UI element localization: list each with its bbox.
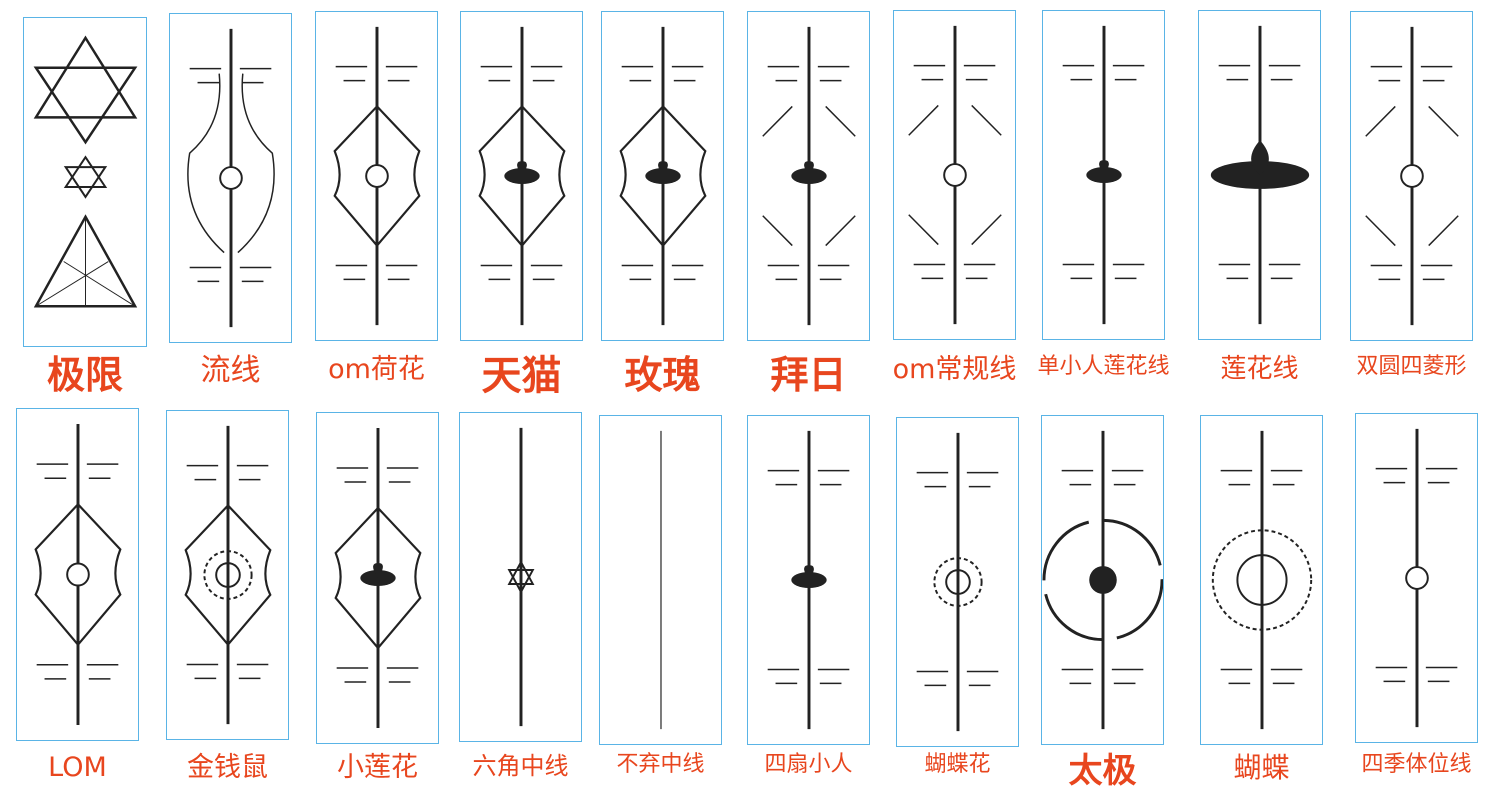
mat-design-card[interactable] — [1041, 415, 1164, 745]
mat-design-card[interactable] — [896, 417, 1019, 747]
mat-design-label: 太极 — [1068, 751, 1137, 791]
plain-line-icon — [660, 430, 662, 730]
mat-design-label: 极限 — [46, 353, 124, 397]
mat-design-label: 小莲花 — [337, 752, 418, 783]
mat-design-card[interactable] — [459, 412, 582, 742]
mat-design-label: 四季体位线 — [1361, 752, 1472, 777]
mat-design-card[interactable] — [601, 11, 724, 341]
mat-design-card[interactable] — [599, 415, 722, 745]
butterfly-icon — [1211, 430, 1313, 730]
mat-design-card[interactable] — [747, 415, 870, 745]
hexagram-icon — [507, 427, 535, 727]
mat-design-card[interactable] — [1355, 413, 1478, 743]
lotus-flower-icon — [1210, 25, 1310, 325]
mat-design-card[interactable] — [1042, 10, 1165, 340]
mat-design-label: 双圆四菱形 — [1356, 354, 1467, 379]
mandala-diamond-icon — [333, 26, 421, 326]
mat-design-label: om常规线 — [892, 354, 1017, 385]
rose-diamond-icon — [619, 26, 707, 326]
ring-diagonals-icon — [1365, 26, 1459, 326]
mat-design-card[interactable] — [460, 11, 583, 341]
mat-design-card[interactable] — [1198, 10, 1321, 340]
om-lines-icon — [908, 25, 1002, 325]
mat-design-card[interactable] — [316, 412, 439, 744]
mat-design-card[interactable] — [16, 408, 139, 741]
om-seasons-icon — [1375, 428, 1458, 728]
mat-design-label: 单小人莲花线 — [1037, 354, 1170, 379]
small-lotus-icon — [767, 430, 850, 730]
mat-design-label: 不弃中线 — [616, 752, 705, 777]
sun-salutation-icon — [762, 26, 856, 326]
merkaba-icon — [33, 35, 138, 308]
mat-design-card[interactable] — [747, 11, 870, 341]
mat-design-label: om荷花 — [328, 354, 425, 385]
mat-design-card[interactable] — [315, 11, 438, 341]
mat-design-card[interactable] — [169, 13, 292, 343]
flower-diamond-icon — [184, 425, 272, 725]
mat-design-label: 玫瑰 — [624, 353, 701, 397]
mat-design-label: 蝴蝶花 — [924, 752, 991, 777]
small-lotus-diamond-icon — [334, 428, 422, 728]
mat-design-label: 六角中线 — [472, 752, 569, 780]
mat-design-label: 天猫 — [481, 353, 562, 399]
mat-design-card[interactable] — [1350, 11, 1473, 341]
lom-diamond-icon — [34, 424, 122, 725]
mat-design-label: 金钱鼠 — [187, 752, 268, 783]
mat-design-card[interactable] — [1200, 415, 1323, 745]
ornament-flower-icon — [916, 432, 999, 732]
om-curve-icon — [187, 28, 275, 328]
mat-design-card[interactable] — [893, 10, 1016, 340]
yoga-figure-icon — [1062, 25, 1145, 325]
mat-design-card[interactable] — [23, 17, 147, 347]
mat-design-label: 蝴蝶 — [1233, 751, 1290, 784]
mat-design-label: 流线 — [200, 353, 261, 388]
mat-design-card[interactable] — [166, 410, 289, 740]
trident-lotus-icon — [478, 26, 566, 326]
mat-design-label: 拜日 — [770, 353, 847, 397]
mat-design-label: 莲花线 — [1220, 354, 1299, 384]
mat-design-label: LOM — [48, 752, 107, 783]
yin-yang-icon — [1042, 430, 1163, 730]
mat-design-label: 四扇小人 — [764, 752, 853, 777]
